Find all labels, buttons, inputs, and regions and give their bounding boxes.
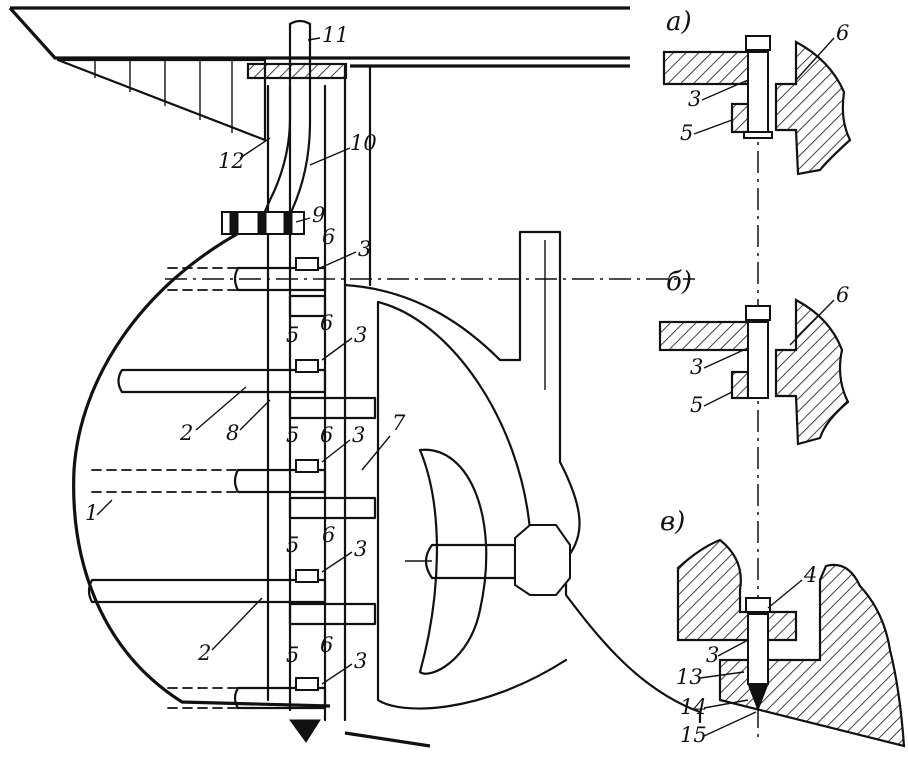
detail-v: в) 4 3 13 14 15 [660, 507, 906, 748]
label-6a: 6 [322, 225, 335, 249]
detail-v-4: 4 [803, 563, 817, 587]
detail-b-3: 3 [690, 355, 703, 379]
label-3e: 3 [354, 649, 367, 673]
main-view [8, 6, 702, 748]
label-11: 11 [322, 23, 349, 47]
detail-a-3: 3 [688, 87, 701, 111]
stock-top [288, 19, 312, 26]
keel-shoe [344, 731, 431, 748]
detail-b-5: 5 [690, 393, 703, 417]
label-1: 1 [85, 501, 98, 525]
label-8: 8 [226, 421, 239, 445]
stern-overhang-section [56, 58, 267, 142]
main-labels: 1 2 2 8 7 9 10 11 12 6 3 5 6 3 5 6 3 5 6… [85, 23, 406, 685]
propeller-blade [418, 448, 488, 675]
detail-a-title: а) [666, 7, 692, 37]
sternframe [343, 230, 702, 724]
detail-v-title: в) [660, 507, 685, 537]
propeller-boss [514, 524, 571, 596]
label-2-lower: 2 [197, 641, 211, 665]
label-5d: 5 [286, 643, 299, 667]
label-6e: 6 [320, 633, 333, 657]
label-12: 12 [218, 149, 245, 173]
label-10: 10 [350, 131, 377, 155]
gudgeon-arms [288, 294, 377, 626]
detail-v-15: 15 [680, 723, 707, 747]
detail-v-3: 3 [706, 643, 719, 667]
detail-b: б) 6 3 5 [658, 267, 850, 446]
propeller-hub [424, 543, 517, 580]
label-6c: 6 [320, 423, 333, 447]
label-3b: 3 [354, 323, 367, 347]
rudder-heel [289, 719, 321, 743]
sternframe-inner [376, 300, 568, 710]
pintle-arms [87, 266, 327, 710]
label-3a: 3 [358, 237, 371, 261]
rudder-stock [260, 22, 312, 224]
detail-a-5: 5 [680, 121, 693, 145]
label-3c: 3 [352, 423, 365, 447]
detail-a: а) 6 3 5 [662, 7, 852, 176]
deck-outline [8, 6, 630, 60]
label-9: 9 [312, 203, 325, 227]
detail-a-6: 6 [836, 21, 849, 45]
overhang-hatching [94, 60, 233, 133]
label-3d: 3 [354, 537, 367, 561]
label-7: 7 [392, 411, 406, 435]
label-6d: 6 [322, 523, 335, 547]
label-6b: 6 [320, 311, 333, 335]
detail-v-13: 13 [676, 665, 703, 689]
rudder-blade [72, 226, 331, 708]
detail-b-title: б) [666, 267, 692, 297]
stock-flange [246, 62, 348, 80]
label-2-upper: 2 [179, 421, 193, 445]
detail-b-6: 6 [836, 283, 849, 307]
label-5a: 5 [286, 323, 299, 347]
detail-v-14: 14 [680, 695, 707, 719]
label-5b: 5 [286, 423, 299, 447]
stock-coupling [221, 211, 305, 235]
pintle-nuts [295, 257, 319, 691]
label-5c: 5 [286, 533, 299, 557]
